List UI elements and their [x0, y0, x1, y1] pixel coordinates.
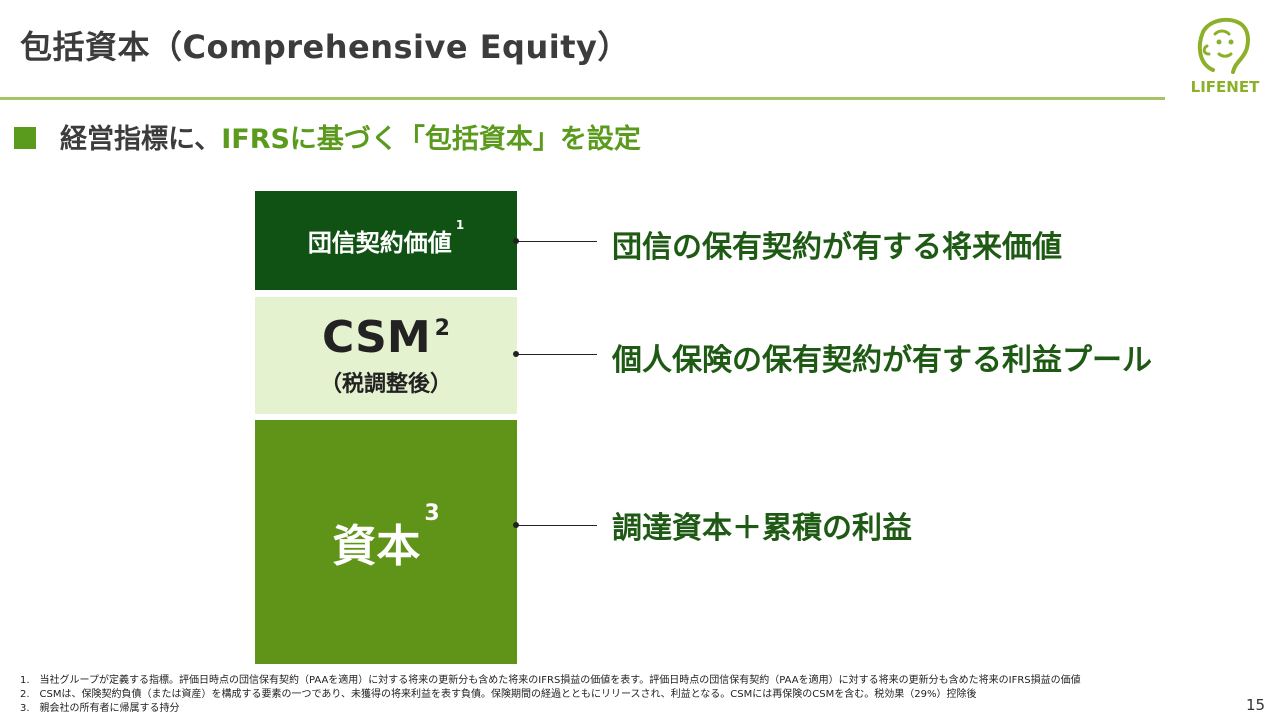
- connector-line: [515, 354, 597, 355]
- block-capital: 資本3: [255, 420, 517, 664]
- footnote-ref: 2: [434, 315, 450, 341]
- block-description: 団信の保有契約が有する将来価値: [612, 230, 1062, 265]
- title-divider: [0, 97, 1165, 100]
- block-label: 資本: [332, 521, 421, 572]
- footnote: 1. 当社グループが定義する指標。評価日時点の団信保有契約（PAAを適用）に対す…: [20, 675, 1081, 686]
- lifenet-logo: LIFENET: [1185, 12, 1265, 104]
- connector-line: [515, 525, 597, 526]
- logo-text: LIFENET: [1190, 78, 1260, 96]
- block-description: 個人保険の保有契約が有する利益プール: [612, 343, 1152, 378]
- footnotes: 1. 当社グループが定義する指標。評価日時点の団信保有契約（PAAを適用）に対す…: [20, 674, 1081, 716]
- block-group-credit-value: 団信契約価値1: [255, 191, 517, 290]
- footnote: 2. CSMは、保険契約負債（または資産）を構成する要素の一つであり、未獲得の将…: [20, 689, 977, 700]
- block-sublabel: （税調整後）: [319, 371, 452, 397]
- bullet-square: [14, 127, 36, 149]
- subtitle-highlight: IFRSに基づく「包括資本」を設定: [221, 124, 641, 155]
- footnote-ref: 3: [424, 501, 440, 527]
- block-label: 団信契約価値: [307, 229, 452, 257]
- block-label: CSM: [322, 311, 431, 363]
- footnote: 3. 親会社の所有者に帰属する持分: [20, 703, 180, 714]
- page-number: 15: [1246, 696, 1266, 714]
- page-title: 包括資本（Comprehensive Equity）: [20, 28, 630, 66]
- subtitle: 経営指標に、IFRSに基づく「包括資本」を設定: [60, 117, 641, 156]
- connector-line: [515, 241, 597, 242]
- footnote-ref: 1: [455, 218, 465, 233]
- lifenet-face-logo-icon: [1197, 17, 1250, 74]
- block-description: 調達資本＋累積の利益: [612, 511, 912, 546]
- subtitle-prefix: 経営指標に、: [60, 124, 222, 155]
